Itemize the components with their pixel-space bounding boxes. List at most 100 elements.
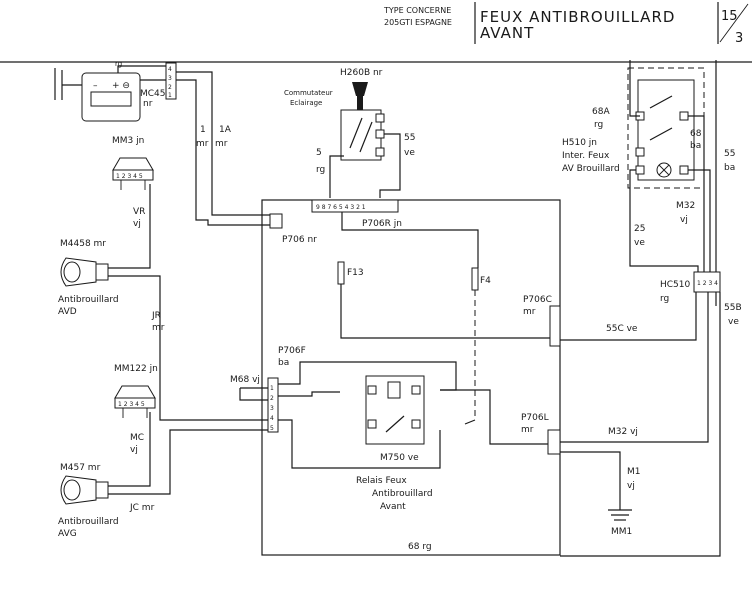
w55c-label: 55C ve xyxy=(606,324,638,334)
p706f-pin-5: 5 xyxy=(270,425,274,432)
p706l-mr-label: mr xyxy=(521,425,534,435)
wire-55c xyxy=(560,292,697,341)
mc45-nr-label: nr xyxy=(143,99,153,109)
mm122-connector xyxy=(114,397,156,409)
w68-ba-label: 68 xyxy=(690,129,702,139)
wire-f13-out xyxy=(340,284,552,339)
wire-mc-avg xyxy=(108,412,151,487)
h510-label: H510 jn xyxy=(562,138,597,148)
jr-mr-label: mr xyxy=(152,323,165,333)
wire-p706r xyxy=(341,212,479,268)
mc45-connector xyxy=(165,62,177,100)
lamp-avd-lens xyxy=(63,261,81,283)
fuse-box-group: 9 8 7 6 5 4 3 2 1 P706 nr P706R jn F13 F… xyxy=(230,199,721,557)
hc510-label: HC510 xyxy=(660,280,691,290)
wire-68a xyxy=(629,60,640,117)
wire-relay-out xyxy=(440,389,548,445)
p706f-pin-1: 1 xyxy=(270,385,274,392)
hc510-pins: 1 2 3 4 xyxy=(697,280,718,287)
relay-pin-2 xyxy=(411,385,421,395)
relay-desc-2: Antibrouillard xyxy=(372,489,433,499)
wire-m32-right xyxy=(688,169,711,272)
wire-68-ba xyxy=(688,115,705,272)
lamp-avg-group: M457 mr Antibrouillard AVG JC mr xyxy=(58,463,155,539)
p706f-label: P706F xyxy=(278,346,306,356)
switch-knob-icon xyxy=(352,82,368,96)
w68-ba-color: ba xyxy=(690,141,701,151)
w25-label: 25 xyxy=(634,224,645,234)
w1-label: 1 xyxy=(200,125,206,135)
light-switch-group: H260B nr Commutateur Eclairage 5 rg 55 v… xyxy=(284,68,415,198)
m4458-label: M4458 mr xyxy=(60,239,106,249)
w68-rg-label: 68 rg xyxy=(408,542,432,552)
top-connector-strip xyxy=(311,199,399,213)
w25-ve-label: ve xyxy=(634,238,645,248)
p706l-label: P706L xyxy=(521,413,549,423)
mm122-pins: 1 2 3 4 5 xyxy=(118,401,145,408)
wire-f4-tail xyxy=(464,419,476,425)
mc-vj-label: vj xyxy=(130,445,138,455)
m32-right-label: M32 xyxy=(676,201,695,211)
m750-label: M750 ve xyxy=(380,453,419,463)
p706c-label: P706C xyxy=(523,295,552,305)
vr-label: VR xyxy=(133,207,145,217)
antib-avg-side: AVG xyxy=(58,529,77,539)
p706f-pin-2: 2 xyxy=(270,395,274,402)
p706f-connector xyxy=(267,377,279,433)
relay-desc-1: Relais Feux xyxy=(356,476,407,486)
wire-p706f-bottom xyxy=(278,419,441,469)
h260b-label: H260B nr xyxy=(340,68,383,78)
left-wires: JR mr 1 mr 1A mr xyxy=(108,71,272,495)
w68a-rg-label: rg xyxy=(594,120,603,130)
relay-pin-3 xyxy=(367,419,377,429)
mc45-pin-2: 2 xyxy=(168,84,172,91)
w5-label: 5 xyxy=(316,148,322,158)
m1-vj-label: vj xyxy=(627,481,635,491)
mm122-label: MM122 jn xyxy=(114,364,158,374)
page-slash xyxy=(719,3,749,43)
fog-switch-group: 68A rg H510 jn Inter. Feux AV Brouillard… xyxy=(562,60,742,327)
jr-label: JR xyxy=(151,311,161,321)
mc45-pin-3: 3 xyxy=(168,75,172,82)
top-connector-pins: 9 8 7 6 5 4 3 2 1 xyxy=(316,204,366,211)
p706f-pin-4: 4 xyxy=(270,415,274,422)
lamp-cross-2 xyxy=(658,164,670,176)
wire-battery-rg xyxy=(117,65,166,73)
p706c-connector xyxy=(549,305,561,347)
antib-avg-label: Antibrouillard xyxy=(58,517,119,527)
w1a-label: 1A xyxy=(219,125,232,135)
p706f-pin-3: 3 xyxy=(270,405,274,412)
hc510-connector xyxy=(693,271,721,293)
wire-p706f-relay xyxy=(278,391,340,397)
w55-label: 55 xyxy=(404,133,415,143)
switch-pin-2 xyxy=(375,129,385,139)
fuse-box-outline xyxy=(261,199,561,556)
wire-m1 xyxy=(560,451,621,510)
lamp-avd-group: M4458 mr Antibrouillard AVD xyxy=(58,239,119,317)
battery-cell xyxy=(90,91,132,107)
switch-shaft-icon xyxy=(357,96,363,110)
w5-rg-label: rg xyxy=(316,165,325,175)
fog-switch-pin-3 xyxy=(635,165,645,175)
w55b-ve-label: ve xyxy=(728,317,739,327)
lamp-avd-socket xyxy=(95,263,109,281)
f13-label: F13 xyxy=(347,268,364,278)
wire-m32-bottom xyxy=(560,292,709,443)
w1a-mr-label: mr xyxy=(215,139,228,149)
mm3-group: MM3 jn 1 2 3 4 5 VR vj xyxy=(112,136,154,229)
p706l-connector xyxy=(547,429,561,455)
p706-label: P706 nr xyxy=(282,235,317,245)
antib-avd-side: AVD xyxy=(58,307,77,317)
battery-minus: – xyxy=(93,81,98,91)
mm3-hood xyxy=(112,157,154,171)
mm122-group: MM122 jn 1 2 3 4 5 MC vj xyxy=(114,364,158,455)
mc45-label: MC45 xyxy=(140,89,166,99)
diagram-subtitle: AVANT xyxy=(480,24,534,42)
switch-label-1: Commutateur xyxy=(284,89,333,97)
fog-switch-pin-2 xyxy=(635,147,645,157)
mm3-pins: 1 2 3 4 5 xyxy=(116,173,143,180)
relay-pin-4 xyxy=(411,419,421,429)
wire-vr-avd xyxy=(108,184,151,269)
mm122-hood xyxy=(114,385,156,399)
